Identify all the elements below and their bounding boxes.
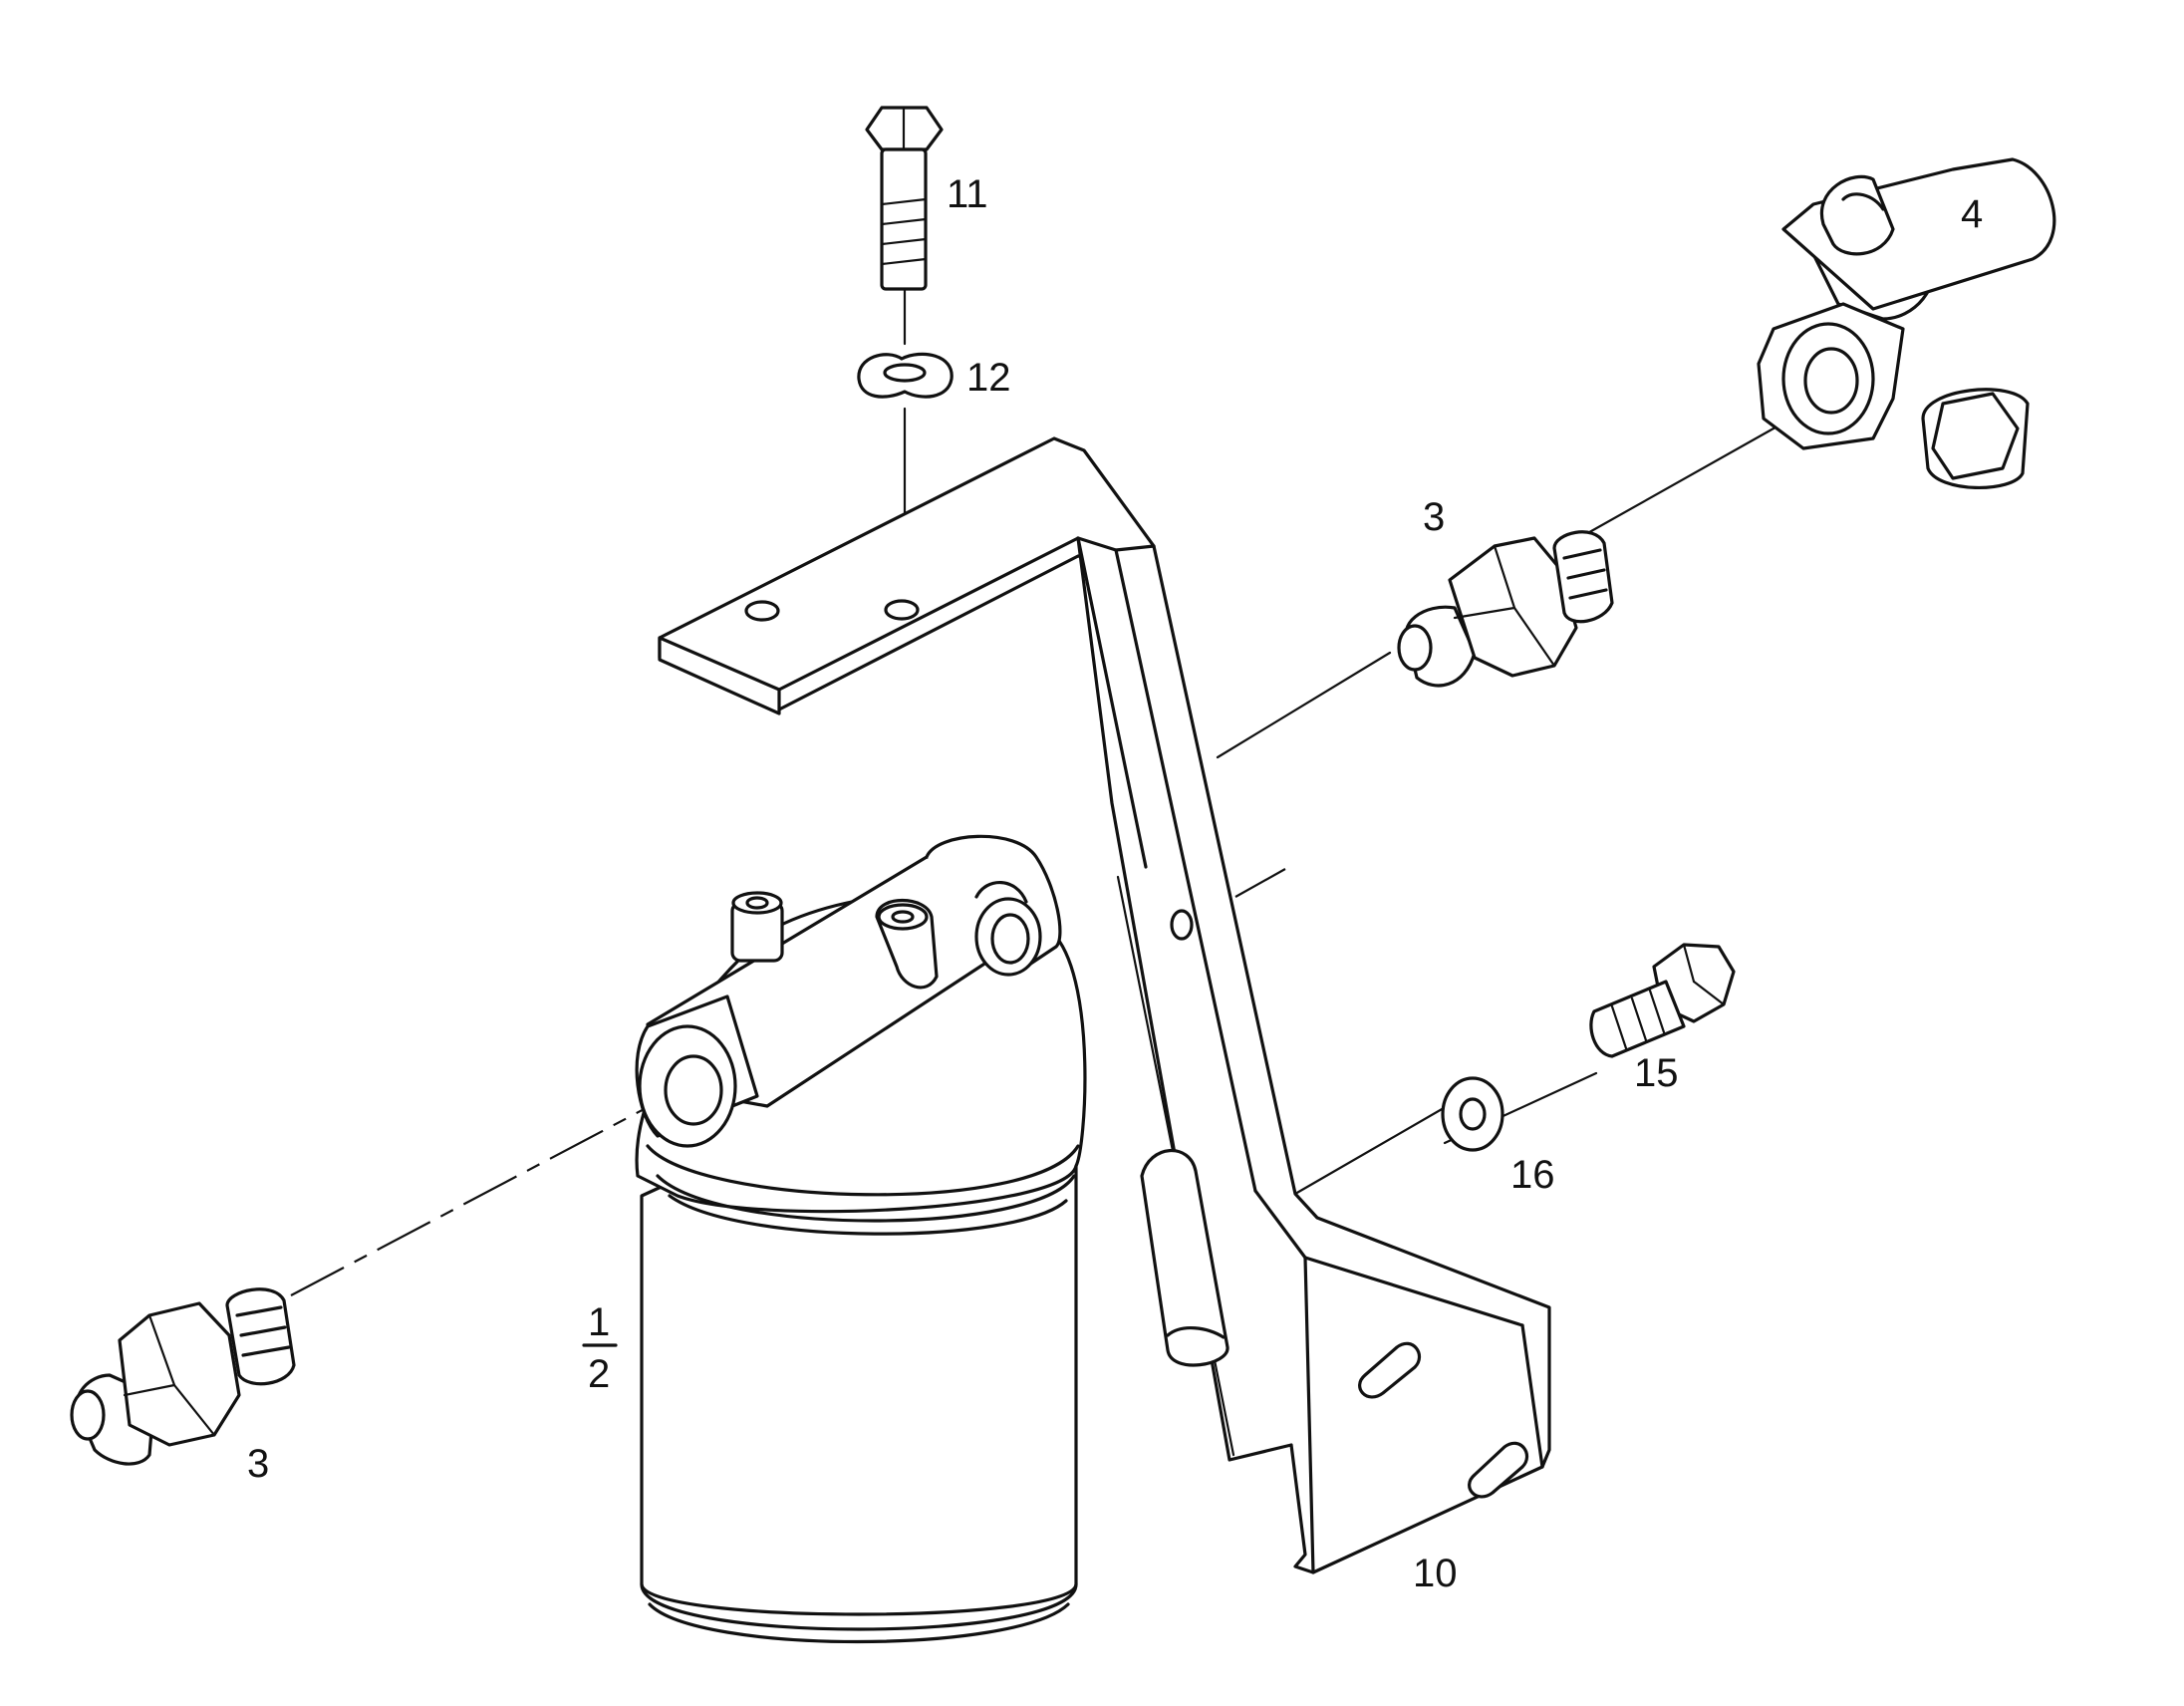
lock-washer-12 bbox=[857, 352, 954, 399]
callout-12: 12 bbox=[966, 356, 1011, 400]
elbow-fitting-4 bbox=[1757, 157, 2056, 489]
callout-16: 16 bbox=[1510, 1153, 1555, 1197]
assembly-lines bbox=[290, 287, 1794, 1296]
callout-15: 15 bbox=[1634, 1051, 1679, 1095]
washer-16 bbox=[1441, 1076, 1504, 1152]
callout-labels: 11 12 4 3 3 1 2 15 16 10 bbox=[247, 172, 1983, 1595]
mounting-bracket-10 bbox=[658, 436, 1551, 1574]
callout-2: 2 bbox=[588, 1352, 610, 1396]
bolt-15 bbox=[1589, 943, 1736, 1058]
callout-11: 11 bbox=[947, 172, 988, 216]
adapter-fitting-3-top bbox=[1397, 530, 1614, 688]
bolt-11 bbox=[865, 106, 944, 291]
callout-4: 4 bbox=[1961, 192, 1983, 236]
receiver-drier-1-2 bbox=[635, 834, 1087, 1644]
callout-10: 10 bbox=[1413, 1552, 1458, 1595]
callout-3-bottom: 3 bbox=[247, 1442, 269, 1486]
callout-3-top: 3 bbox=[1423, 495, 1445, 539]
callout-1: 1 bbox=[588, 1300, 610, 1344]
adapter-fitting-3-bottom bbox=[70, 1287, 296, 1466]
